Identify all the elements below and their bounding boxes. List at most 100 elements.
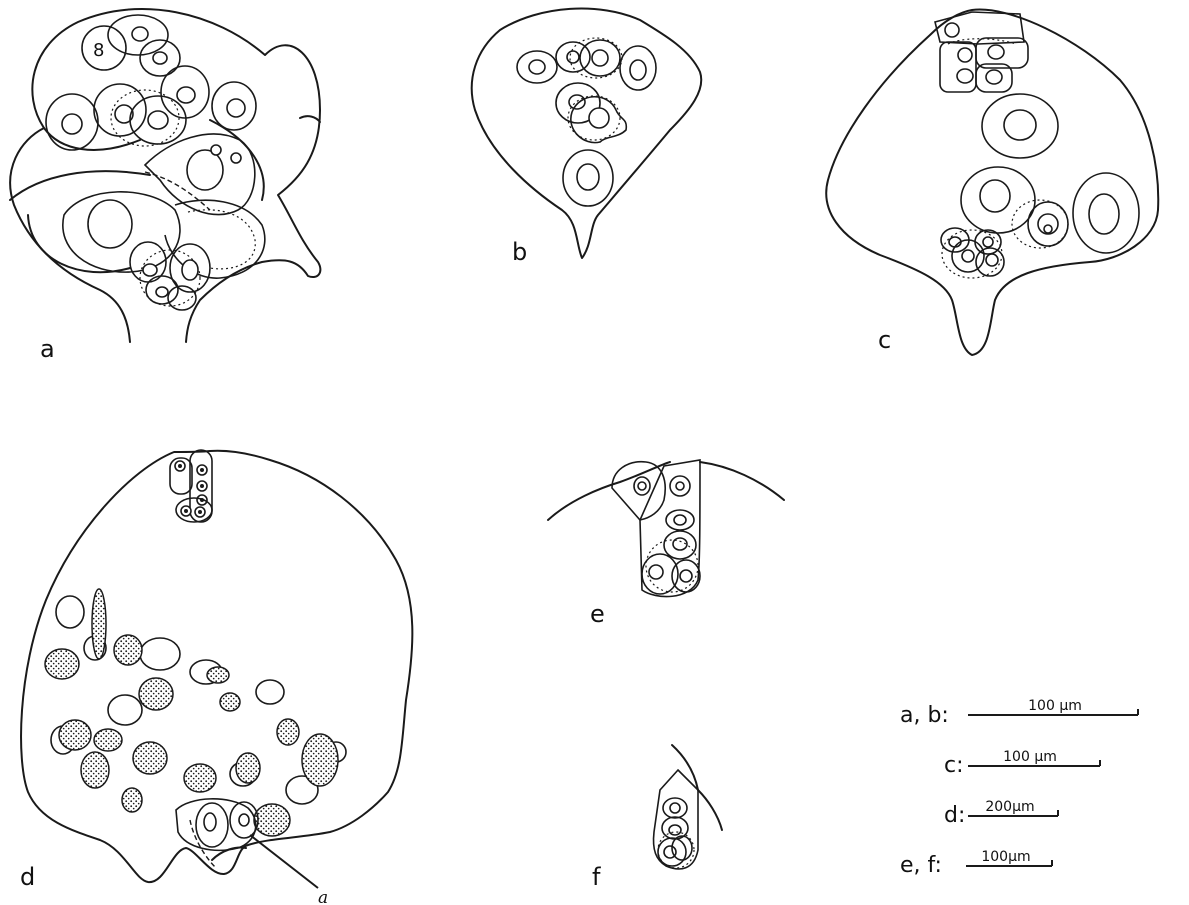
panel-a-dotted-outline — [188, 210, 255, 269]
panel-c-nucleus — [1004, 110, 1036, 140]
panel-c-drawing — [826, 10, 1158, 355]
panel-e-nucleolus — [638, 482, 646, 490]
panel-c-nucleus — [986, 254, 998, 266]
panel-e-nucleus — [680, 570, 692, 582]
panel-b-nucleus — [567, 51, 579, 63]
scale-bar-length: 100µm — [981, 849, 1030, 865]
panel-c-nucleus — [1089, 194, 1119, 234]
panel-d-stippled-cell — [139, 678, 173, 710]
panel-f-surface — [672, 745, 698, 790]
scale-bar-panels: e, f: — [900, 853, 942, 878]
panel-b-nucleus — [592, 50, 608, 66]
panel-d-stippled-cell — [302, 734, 338, 786]
scale-bar-length: 100 µm — [1028, 698, 1082, 714]
panel-a-nucleus — [132, 27, 148, 41]
panel-d-stippled-cell — [114, 635, 142, 665]
scale-bar-legend: a, b: 100 µm c: 100 µm d: 200µm e, f: 10… — [900, 698, 1138, 878]
panel-e-label: e — [590, 600, 605, 628]
panel-a-nucleus — [62, 114, 82, 134]
panel-a-drawing: 8 — [10, 9, 320, 342]
panel-d-nucleus — [204, 813, 216, 831]
panel-f-nucleus — [670, 803, 680, 813]
panel-d-stippled-cell — [122, 788, 142, 812]
panel-a-nucleus — [148, 111, 168, 129]
panel-a-nucleus — [88, 200, 132, 248]
panel-f-nucleus — [669, 825, 681, 835]
panel-d-nucleolus — [200, 468, 204, 472]
panel-a-nucleus — [156, 287, 168, 297]
panel-b-drawing — [472, 9, 702, 258]
panel-c-nucleus — [945, 23, 959, 37]
panel-d-stippled-cell — [254, 804, 290, 836]
panel-d-stippled-cell — [133, 742, 167, 774]
panel-e-surface — [548, 462, 670, 520]
panel-d-stippled-cell — [236, 753, 260, 783]
panel-d-nucleus — [239, 814, 249, 826]
scale-bar-c: c: 100 µm — [944, 749, 1100, 778]
panel-d-stippled-cell — [94, 729, 122, 751]
panel-d-nucleolus — [200, 484, 204, 488]
panel-c-nucleus — [983, 237, 993, 247]
panel-d-drawing — [21, 450, 412, 888]
panel-a-nucleus — [153, 52, 167, 64]
panel-d-pointer-line — [250, 835, 318, 888]
panel-d-nucleolus — [178, 464, 182, 468]
panel-d-label: d — [20, 863, 35, 891]
panel-c-nucleus — [988, 45, 1004, 59]
panel-e-nucleus — [649, 565, 663, 579]
panel-d-open-cell — [256, 680, 284, 704]
panel-b-nucleus — [630, 60, 646, 80]
panel-a-nucleolus — [231, 153, 241, 163]
panel-c-nucleus — [958, 48, 972, 62]
panel-d-stippled-cell — [81, 752, 109, 788]
panel-b-nucleus — [529, 60, 545, 74]
panel-a-nucleus — [177, 87, 195, 103]
panel-e-surface-right — [700, 462, 784, 500]
scale-bar-panels: c: — [944, 753, 964, 778]
panel-c-nucleus — [962, 250, 974, 262]
panel-a-cell-number: 8 — [93, 40, 104, 61]
panel-d-stippled-cell — [184, 764, 216, 792]
scale-bar-length: 200µm — [985, 799, 1034, 815]
scale-bar-panels: a, b: — [900, 703, 949, 728]
panel-c-nucleus — [957, 69, 973, 83]
scale-bar-d: d: 200µm — [944, 799, 1058, 828]
panel-f-drawing — [654, 745, 723, 869]
scale-bar-panels: d: — [944, 803, 965, 828]
panel-c-nucleus — [980, 180, 1010, 212]
panel-d-open-cell — [56, 596, 84, 628]
panel-a-nucleus — [143, 264, 157, 276]
panel-c-label: c — [878, 326, 891, 354]
panel-d-nucleolus — [184, 509, 188, 513]
panel-c-nucleus — [986, 70, 1002, 84]
panel-d-open-cell — [140, 638, 180, 670]
panel-a-inner-fold-2 — [10, 171, 150, 200]
panel-e-drawing — [548, 460, 784, 597]
panel-a-label: a — [40, 335, 55, 363]
panel-e-nucleolus — [676, 482, 684, 490]
scale-bar-ef: e, f: 100µm — [900, 849, 1052, 878]
panel-b-nucleus — [577, 164, 599, 190]
panel-d-stippled-cell — [277, 719, 299, 745]
panel-d-stippled-cell — [45, 649, 79, 679]
panel-f-surface-right — [698, 790, 722, 830]
panel-d-stippled-cell — [92, 589, 106, 659]
panel-d-stippled-cell — [220, 693, 240, 711]
panel-a-nucleus — [187, 150, 223, 190]
panel-a-nucleolus — [211, 145, 221, 155]
panel-a-nucleus — [227, 99, 245, 117]
panel-d-nucleolus — [198, 510, 202, 514]
panel-c-cell — [940, 42, 976, 92]
panel-d-open-cell — [108, 695, 142, 725]
panel-d-pointer-label: a — [318, 888, 328, 905]
panel-d-stippled-cell — [207, 667, 229, 683]
panel-b-outline — [472, 9, 702, 258]
scale-bar-length: 100 µm — [1003, 749, 1057, 765]
scale-bar-ab: a, b: 100 µm — [900, 698, 1138, 728]
panel-b-nucleus — [589, 108, 609, 128]
panel-d-stippled-cell — [59, 720, 91, 750]
panel-f-label: f — [592, 863, 601, 891]
panel-e-nucleus — [674, 515, 686, 525]
panel-a-outline-beak — [300, 116, 320, 122]
